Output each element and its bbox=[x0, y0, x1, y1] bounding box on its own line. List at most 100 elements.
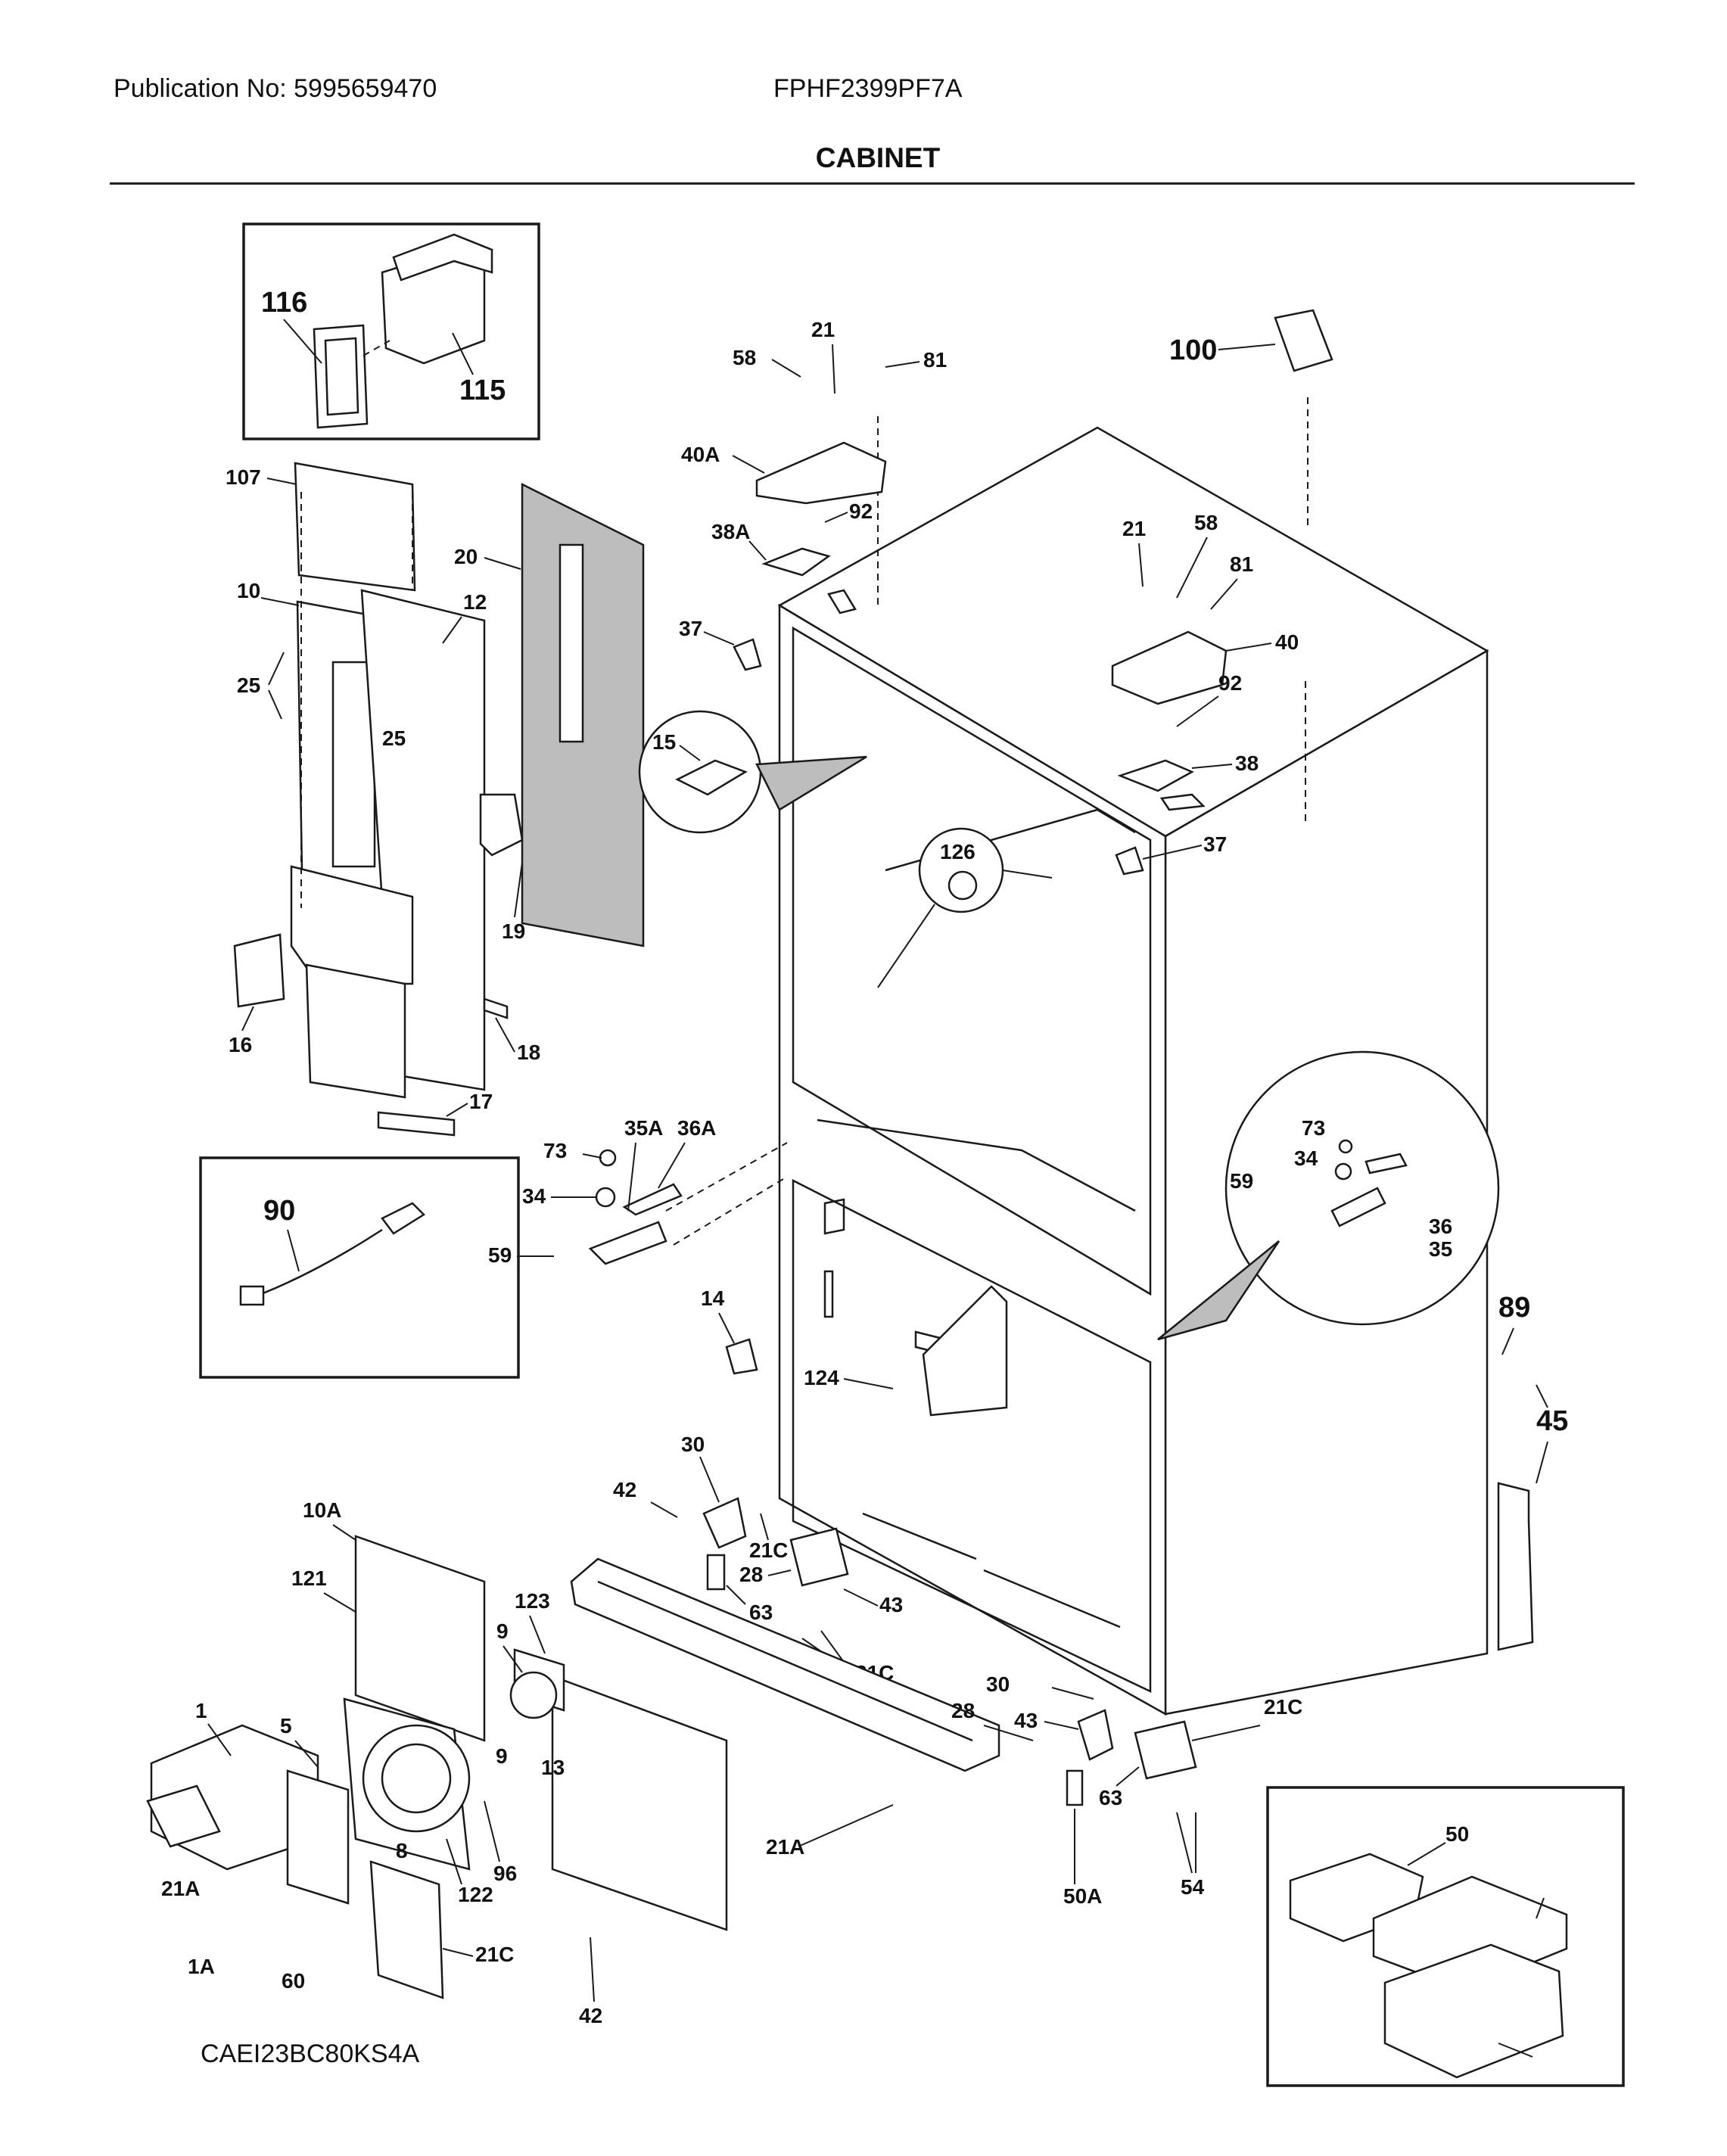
svg-text:13: 13 bbox=[541, 1756, 565, 1779]
svg-text:92: 92 bbox=[849, 499, 873, 523]
svg-text:63: 63 bbox=[1099, 1786, 1122, 1809]
callout-21-right: 21 bbox=[1122, 517, 1146, 587]
svg-text:21A: 21A bbox=[766, 1835, 804, 1859]
machine-compartment bbox=[146, 1535, 728, 1999]
callout-9: 9 bbox=[496, 1619, 523, 1673]
svg-text:126: 126 bbox=[940, 840, 976, 863]
callout-10A: 10A bbox=[303, 1498, 356, 1541]
svg-text:96: 96 bbox=[493, 1862, 517, 1885]
callout-21A-c: 60 bbox=[282, 1969, 305, 1993]
lower-hinge-right bbox=[1066, 1709, 1197, 1806]
callout-21C-d: 54 bbox=[1176, 1812, 1205, 1899]
svg-text:17: 17 bbox=[469, 1090, 493, 1113]
callout-30-right: 43 bbox=[1014, 1709, 1079, 1732]
callout-58: 58 bbox=[733, 346, 801, 378]
callout-121: 121 bbox=[291, 1566, 356, 1613]
svg-text:25: 25 bbox=[237, 674, 260, 697]
detail-circle-15 bbox=[638, 710, 867, 834]
callout-17: 17 bbox=[446, 1090, 493, 1117]
svg-text:16: 16 bbox=[229, 1033, 252, 1056]
callout-60: 42 bbox=[579, 1937, 602, 2027]
callout-50A: 50 bbox=[1407, 1822, 1469, 1866]
svg-text:8: 8 bbox=[396, 1839, 408, 1862]
svg-text:58: 58 bbox=[733, 346, 756, 369]
callout-72: 21A bbox=[766, 1804, 894, 1859]
callout-37: 37 bbox=[679, 617, 735, 646]
svg-text:50A: 50A bbox=[1063, 1884, 1102, 1908]
callout-40A: 40A bbox=[681, 443, 765, 474]
svg-text:40: 40 bbox=[1275, 630, 1299, 654]
svg-text:1: 1 bbox=[195, 1699, 207, 1722]
callout-96: 96 bbox=[484, 1800, 517, 1885]
svg-text:115: 115 bbox=[459, 375, 506, 406]
callout-16: 16 bbox=[229, 1006, 254, 1056]
callout-21C-c: 30 bbox=[986, 1672, 1094, 1700]
callout-45: 45 bbox=[1536, 1384, 1568, 1484]
callout-100: 100 bbox=[1169, 334, 1276, 366]
svg-text:1A: 1A bbox=[188, 1955, 215, 1978]
svg-text:37: 37 bbox=[1203, 832, 1227, 856]
page-title: CABINET bbox=[815, 142, 941, 173]
callout-59-detail: 59 bbox=[1230, 1169, 1253, 1193]
svg-text:42: 42 bbox=[579, 2004, 602, 2027]
svg-text:124: 124 bbox=[804, 1366, 839, 1389]
svg-text:90: 90 bbox=[263, 1195, 295, 1227]
callout-73: 73 bbox=[543, 1139, 602, 1162]
svg-text:63: 63 bbox=[749, 1601, 773, 1624]
callout-73-detail: 73 bbox=[1302, 1116, 1325, 1140]
svg-text:15: 15 bbox=[652, 730, 676, 754]
svg-text:21: 21 bbox=[811, 318, 835, 341]
svg-text:81: 81 bbox=[1230, 552, 1253, 576]
callout-34: 34 bbox=[522, 1184, 596, 1208]
toe-grille-72 bbox=[570, 1557, 1000, 1772]
callout-124: 124 bbox=[804, 1366, 894, 1389]
callout-43: 43 bbox=[843, 1588, 903, 1616]
svg-text:12: 12 bbox=[463, 590, 487, 614]
callout-40: 40 bbox=[1225, 630, 1299, 654]
callout-5: 5 bbox=[280, 1714, 319, 1768]
callout-15: 15 bbox=[652, 730, 701, 761]
callout-59: 59 bbox=[488, 1243, 554, 1267]
callout-63: 63 bbox=[726, 1585, 773, 1624]
callout-30: 30 bbox=[681, 1433, 720, 1503]
callout-107: 107 bbox=[226, 465, 297, 489]
svg-text:10A: 10A bbox=[303, 1498, 341, 1522]
callout-21A-b: 1A bbox=[188, 1955, 215, 1978]
svg-text:25: 25 bbox=[382, 726, 406, 750]
svg-text:45: 45 bbox=[1536, 1405, 1568, 1437]
callout-42-right: 28 bbox=[951, 1699, 1034, 1741]
svg-text:5: 5 bbox=[280, 1714, 292, 1738]
svg-text:73: 73 bbox=[543, 1139, 567, 1162]
svg-text:43: 43 bbox=[1014, 1709, 1038, 1732]
callout-21A: 21A bbox=[161, 1877, 200, 1900]
svg-text:21: 21 bbox=[1122, 517, 1146, 540]
callout-38A: 38A bbox=[711, 520, 767, 561]
callout-1: 1 bbox=[195, 1699, 232, 1756]
lower-hinge-left bbox=[702, 1497, 849, 1591]
svg-text:20: 20 bbox=[454, 545, 478, 568]
callout-36A: 36A bbox=[658, 1116, 716, 1189]
callout-116: 116 bbox=[261, 287, 322, 364]
callout-18: 18 bbox=[495, 1017, 540, 1064]
svg-text:35: 35 bbox=[1429, 1237, 1452, 1261]
svg-text:9: 9 bbox=[496, 1619, 509, 1643]
svg-text:21C: 21C bbox=[1264, 1695, 1302, 1719]
svg-text:28: 28 bbox=[739, 1563, 763, 1586]
svg-text:21C: 21C bbox=[749, 1538, 788, 1562]
drawing-code: CAEI23BC80KS4A bbox=[201, 2039, 420, 2068]
air-duct-assembly bbox=[233, 462, 645, 1137]
inset-box-control-housing bbox=[1266, 1786, 1625, 2087]
svg-text:92: 92 bbox=[1218, 671, 1242, 695]
svg-text:19: 19 bbox=[502, 919, 525, 943]
svg-text:121: 121 bbox=[291, 1566, 327, 1590]
callout-90: 90 bbox=[263, 1195, 300, 1272]
svg-text:34: 34 bbox=[1294, 1146, 1318, 1170]
svg-text:123: 123 bbox=[515, 1589, 550, 1613]
svg-text:122: 122 bbox=[458, 1883, 493, 1906]
callout-35A: 35A bbox=[624, 1116, 663, 1212]
svg-text:28: 28 bbox=[951, 1699, 975, 1722]
svg-text:37: 37 bbox=[679, 617, 702, 640]
svg-text:73: 73 bbox=[1302, 1116, 1325, 1140]
svg-text:9: 9 bbox=[496, 1744, 508, 1768]
svg-text:58: 58 bbox=[1194, 511, 1218, 534]
